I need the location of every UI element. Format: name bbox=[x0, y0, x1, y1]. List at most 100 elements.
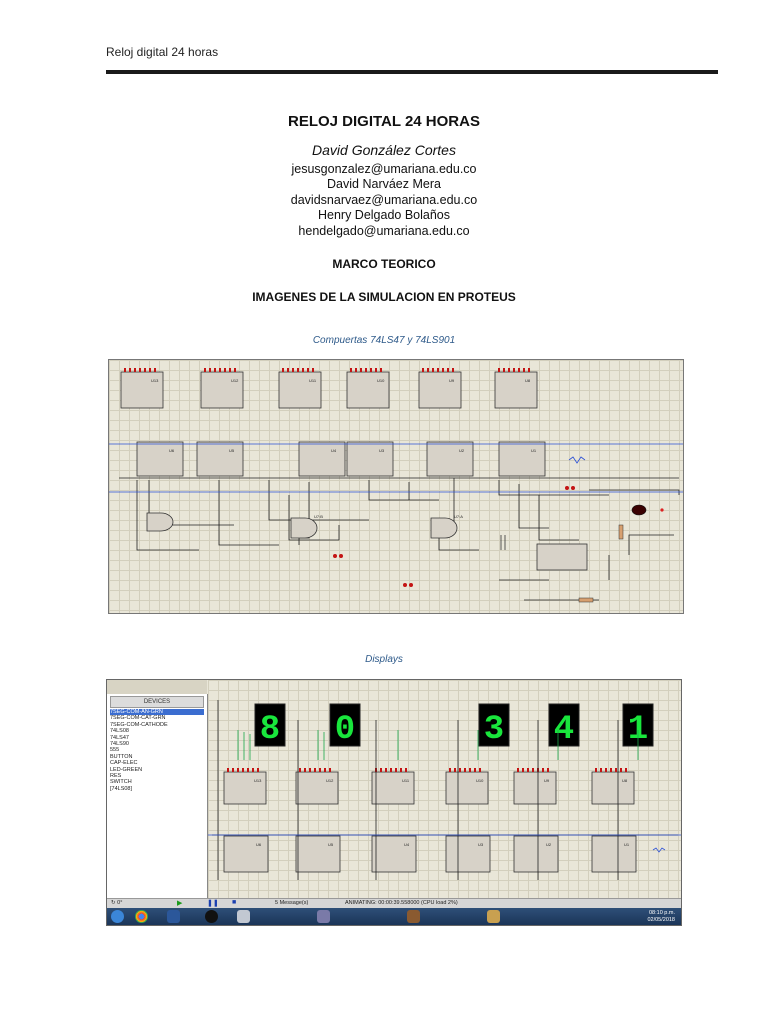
and-gate-left bbox=[146, 512, 174, 532]
author-1-name: David González Cortes bbox=[312, 142, 456, 158]
chip-label: U13 bbox=[254, 778, 262, 783]
chip-label: U10 bbox=[377, 378, 385, 383]
seven-segment-display: 0 bbox=[329, 703, 361, 749]
timer-chip-u15 bbox=[536, 543, 588, 571]
green-wires bbox=[237, 730, 639, 760]
messages-count[interactable]: 5 Message(s) bbox=[275, 900, 309, 906]
devices-panel-title: DEVICES bbox=[110, 696, 204, 708]
device-list-item[interactable]: 74LS47 bbox=[110, 734, 129, 741]
app-icon-3[interactable] bbox=[407, 910, 420, 923]
pause-button-icon[interactable]: ❚❚ bbox=[207, 900, 219, 907]
switch-red bbox=[565, 486, 575, 490]
clock-time: 08:10 p.m. bbox=[649, 910, 675, 916]
switch-bottom bbox=[333, 554, 413, 587]
chip-label: U1 bbox=[531, 448, 537, 453]
author-2-email: davidsnarvaez@umariana.edu.co bbox=[290, 193, 478, 207]
app-icon-4[interactable] bbox=[487, 910, 500, 923]
counter-chip: U6 bbox=[223, 835, 269, 873]
display-digit: 8 bbox=[260, 711, 280, 749]
word-icon[interactable] bbox=[167, 910, 180, 923]
device-list-item[interactable]: 555 bbox=[110, 747, 120, 754]
chip-label: U11 bbox=[402, 778, 410, 783]
document-title: RELOJ DIGITAL 24 HORAS bbox=[288, 113, 480, 130]
counter-chip: U1 bbox=[498, 441, 546, 477]
chip-label: U3 bbox=[379, 448, 385, 453]
media-player-icon[interactable] bbox=[205, 910, 218, 923]
counter-chip: U6 bbox=[136, 441, 184, 477]
capacitor-c1 bbox=[500, 535, 506, 550]
taskbar-clock[interactable]: 08:10 p.m. 02/05/2018 bbox=[647, 910, 675, 923]
schematic-wiring bbox=[119, 477, 680, 601]
device-list-item[interactable]: CAP-ELEC bbox=[110, 760, 138, 767]
author-3-name: Henry Delgado Bolaños bbox=[317, 208, 451, 222]
device-list-item[interactable]: RES bbox=[110, 773, 122, 780]
device-list-item[interactable]: 74LS08 bbox=[110, 728, 129, 735]
app-icon-2[interactable] bbox=[317, 910, 330, 923]
seven-segment-display: 3 bbox=[478, 703, 510, 749]
resistor-r2 bbox=[578, 597, 594, 603]
gate-label-u7a: U7:A bbox=[454, 514, 463, 519]
decoder-chip: U10 bbox=[445, 768, 489, 805]
counter-chip: U3 bbox=[346, 441, 394, 477]
counter-chip: U3 bbox=[445, 835, 491, 873]
counter-chip: U4 bbox=[371, 835, 417, 873]
decoder-chip: U8 bbox=[591, 768, 635, 805]
decoder-chip: U12 bbox=[200, 368, 244, 409]
chip-label: U1 bbox=[624, 842, 630, 847]
figure-caption-displays: Displays bbox=[365, 654, 403, 665]
counter-chip: U4 bbox=[298, 441, 346, 477]
clock-date: 02/05/2018 bbox=[647, 916, 675, 923]
windows-taskbar: 08:10 p.m. 02/05/2018 bbox=[107, 908, 681, 925]
play-button-icon[interactable]: ▶ bbox=[177, 900, 183, 907]
clock-generator-symbol-2 bbox=[652, 847, 666, 853]
header-rule bbox=[106, 70, 718, 74]
device-list-item[interactable]: BUTTON bbox=[110, 753, 133, 760]
decoder-chip: U11 bbox=[371, 768, 415, 805]
device-list-item[interactable]: 7SEG-COM-CATHODE bbox=[110, 721, 168, 728]
chip-label: U9 bbox=[544, 778, 550, 783]
device-list-item[interactable]: [74LS08] bbox=[110, 785, 133, 792]
chip-label: U4 bbox=[404, 842, 410, 847]
chrome-icon[interactable] bbox=[135, 910, 148, 923]
device-list-item[interactable]: 7SEG-COM-AN-GRN bbox=[110, 709, 204, 716]
chip-label: U12 bbox=[231, 378, 239, 383]
decoder-chip: U13 bbox=[223, 768, 267, 805]
chip-label: U3 bbox=[478, 842, 484, 847]
stop-button-icon[interactable]: ■ bbox=[232, 899, 237, 906]
counter-chip: U2 bbox=[513, 835, 559, 873]
app-icon[interactable] bbox=[237, 910, 250, 923]
running-header: Reloj digital 24 horas bbox=[106, 45, 219, 59]
chip-label: U9 bbox=[449, 378, 455, 383]
counter-chip: U5 bbox=[196, 441, 244, 477]
device-list-item[interactable]: SWITCH bbox=[110, 779, 132, 786]
gate-label-u7b: U7:B bbox=[314, 514, 323, 519]
start-button-icon[interactable] bbox=[111, 910, 124, 923]
proteus-toolbar[interactable] bbox=[107, 680, 207, 694]
section-heading-imagenes: IMAGENES DE LA SIMULACION EN PROTEUS bbox=[252, 290, 516, 304]
decoder-chip: U9 bbox=[418, 368, 462, 409]
device-list-item[interactable]: LED-GREEN bbox=[110, 766, 143, 773]
chip-label: U10 bbox=[476, 778, 484, 783]
blue-bus-lines bbox=[109, 443, 683, 493]
decoder-chip: U12 bbox=[295, 768, 339, 805]
device-list-item[interactable]: 7SEG-COM-CAT-GRN bbox=[110, 715, 166, 722]
device-list-item[interactable]: 74LS90 bbox=[110, 741, 129, 748]
author-3-email: hendelgado@umariana.edu.co bbox=[298, 224, 470, 238]
led-indicator bbox=[660, 508, 664, 512]
display-digit: 4 bbox=[554, 711, 574, 749]
seven-segment-display: 4 bbox=[548, 703, 580, 749]
chip-label: U8 bbox=[622, 778, 628, 783]
author-2-name: David Narváez Mera bbox=[327, 177, 441, 191]
chip-label: U12 bbox=[326, 778, 334, 783]
section-heading-marco: MARCO TEORICO bbox=[332, 257, 436, 271]
decoder-chip: U11 bbox=[278, 368, 322, 409]
clock-generator-symbol bbox=[568, 456, 586, 464]
chip-label: U6 bbox=[169, 448, 175, 453]
